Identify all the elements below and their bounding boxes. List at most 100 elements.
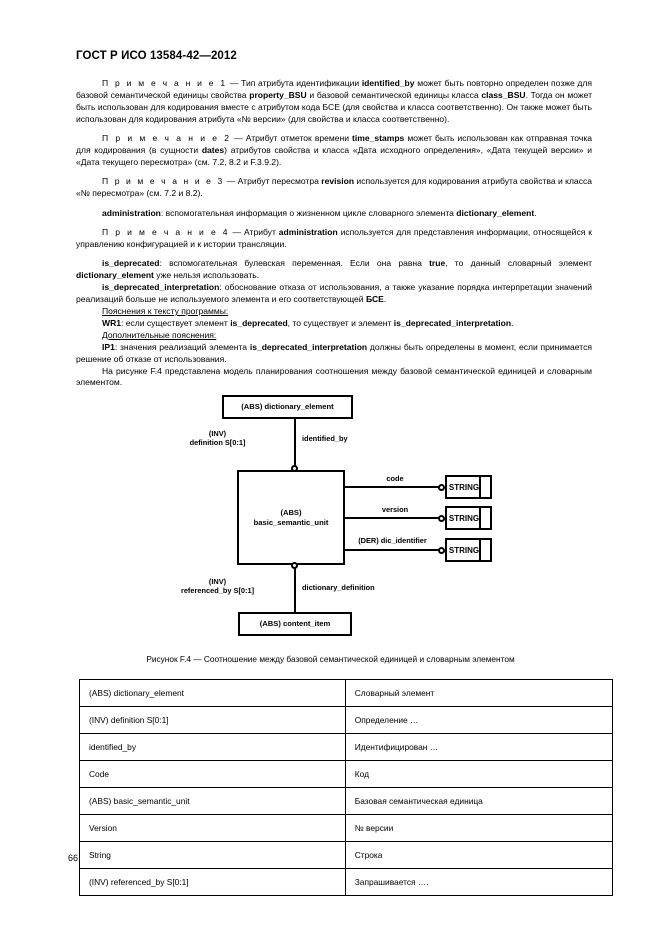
administration-paragraph: administration: вспомогательная информац… [76,208,592,220]
is-deprecated-bold-2: true [429,258,446,269]
table-cell-term: Code [79,760,346,788]
wr1-seg-3: . [511,317,514,328]
label-dictionary-definition: dictionary_definition [302,583,375,592]
type-box-string-1: STRING [445,475,492,499]
ip1-seg-1: : значения реализаций элемента [114,341,250,352]
note-2-label: П р и м е ч а н и е 2 [102,133,232,144]
administration-term: administration [102,207,161,218]
table-cell-translation: Запрашивается …. [344,868,614,896]
note-4-seg-2: используется для представления информаци… [76,227,592,249]
is-deprecated-interpretation-paragraph: is_deprecated_interpretation: обосновани… [76,282,592,306]
is-deprecated-seg-3: уже нельзя использовать. [153,270,260,281]
ip-heading-text: Дополнительные пояснения: [102,329,217,340]
is-deprecated-bold-3: dictionary_element [76,270,154,281]
is-deprecated-seg-1: : вспомогательная булевская переменная. … [159,258,430,269]
note-2-seg-3: ) атрибутов свойства и класса «Дата исхо… [76,145,592,167]
administration-seg-1: : вспомогательная информация о жизненном… [160,207,457,218]
note-3-seg-2: используется для кодирования атрибута св… [76,176,592,199]
table-cell-term: identified_by [79,733,346,761]
note-2-seg-1: — Атрибут отметок времени [231,133,353,144]
type-label-string-1: STRING [448,482,480,492]
table-cell-term: (INV) referenced_by S[0:1] [79,868,346,896]
string-box-divider-3 [479,540,481,560]
note-2-bold-1: time_stamps [352,133,405,144]
note-1-seg-4: . Тогда он может быть использован для ко… [76,89,593,124]
relationship-circle-version [438,515,445,522]
wr1-bold-3: is_deprecated_interpretation [393,317,512,328]
is-deprecated-paragraph: is_deprecated: вспомогательная булевская… [76,258,592,282]
label-inv-referenced-by-line1: (INV) [208,577,227,586]
note-4-paragraph: П р и м е ч а н и е 4 — Атрибут administ… [76,227,592,251]
table-row: (INV) definition S[0:1] Определение … [79,706,614,734]
label-identified-by: identified_by [302,434,348,443]
note-1-paragraph: П р и м е ч а н и е 1 — Тип атрибута иде… [76,78,592,126]
label-inv-referenced-by-line2: referenced_by S[0:1] [180,586,255,595]
label-inv-definition-line1: (INV) [208,429,227,438]
table-cell-term: Version [79,814,346,842]
terms-table-body: (ABS) dictionary_element Словарный элеме… [79,679,614,896]
entity-label-bsu-line1: (ABS) [280,508,302,518]
wr1-seg-2: , то существует и элемент [287,317,394,328]
table-row: Code Код [79,760,614,788]
connector-dictionary-element-to-bsu [294,419,296,467]
table-cell-translation: Определение … [344,706,614,734]
standard-header: ГОСТ Р ИСО 13584-42—2012 [76,50,237,62]
note-4-seg-1: — Атрибут [229,227,279,238]
label-inv-definition: (INV) definition S[0:1] [150,429,285,447]
terms-table: (ABS) dictionary_element Словарный элеме… [79,679,614,896]
string-box-divider-1 [479,477,481,497]
entity-box-dictionary-element: (ABS) dictionary_element [222,395,353,419]
entity-label-content-item: (ABS) content_item [259,619,331,629]
note-2-bold-2: dates [201,145,225,156]
administration-bold-2: dictionary_element [456,207,535,218]
wr1-seg-1: : если существует элемент [121,317,231,328]
label-inv-definition-line2: definition S[0:1] [189,438,246,447]
note-4-bold-1: administration [278,227,338,238]
entity-label-bsu-line2: basic_semantic_unit [253,517,329,527]
ip1-term: IP1 [102,341,115,352]
note-1-seg-2: может быть повторно определен позже для … [76,78,592,100]
wr-heading-text: Пояснения к тексту программы: [102,306,229,316]
ip1-paragraph: IP1: значения реализаций элемента is_dep… [76,342,592,366]
body-text: П р и м е ч а н и е 1 — Тип атрибута иде… [76,78,592,389]
express-g-diagram: (ABS) dictionary_element (INV) definitio… [0,388,661,648]
label-inv-referenced-by: (INV) referenced_by S[0:1] [150,577,285,595]
note-4-label: П р и м е ч а н и е 4 [102,227,230,238]
table-cell-translation: Строка [344,841,614,869]
wr1-paragraph: WR1: если существует элемент is_deprecat… [76,318,592,330]
is-deprecated-seg-2: , то данный словарный элемент [445,258,592,269]
table-cell-translation: Идентифицирован … [344,733,614,761]
type-box-string-2: STRING [445,506,492,530]
relationship-circle-dic-identifier [438,547,445,554]
entity-box-basic-semantic-unit: (ABS) basic_semantic_unit [237,470,345,565]
note-2-seg-2: может быть использован как отправная точ… [76,133,593,156]
note-1-bold-2: property_BSU [249,89,307,100]
page-number: 66 [68,853,79,863]
figure-caption: Рисунок F.4 — Соотношение между базовой … [146,654,515,664]
label-version-text: version [381,505,409,514]
table-cell-term: (ABS) basic_semantic_unit [79,787,346,815]
connector-version [345,517,442,519]
type-label-string-2: STRING [448,513,480,523]
label-identified-by-text: identified_by [302,434,348,443]
table-row: Version № версии [79,814,614,842]
note-1-seg-1: — Тип атрибута идентификации [227,78,362,88]
is-deprecated-interpretation-term: is_deprecated_interpretation [102,282,220,293]
table-cell-translation: Словарный элемент [344,679,614,707]
label-code: code [355,474,435,483]
ip-heading: Дополнительные пояснения: [76,330,592,342]
wr1-term: WR1 [102,317,121,328]
wr1-bold-2: is_deprecated [230,317,288,328]
type-label-string-3: STRING [448,545,480,555]
note-3-bold-1: revision [321,176,355,187]
table-cell-translation: Код [344,760,614,788]
table-cell-term: (ABS) dictionary_element [79,679,346,707]
note-1-bold-1: identified_by [361,78,415,88]
label-code-text: code [386,474,404,483]
is-deprecated-interpretation-bold-2: БСЕ [365,294,384,305]
ip1-seg-2: должны быть определены в момент, если пр… [76,341,592,364]
relationship-circle-code [438,484,445,491]
is-deprecated-term: is_deprecated [102,258,160,269]
label-dictionary-definition-text: dictionary_definition [302,583,375,592]
